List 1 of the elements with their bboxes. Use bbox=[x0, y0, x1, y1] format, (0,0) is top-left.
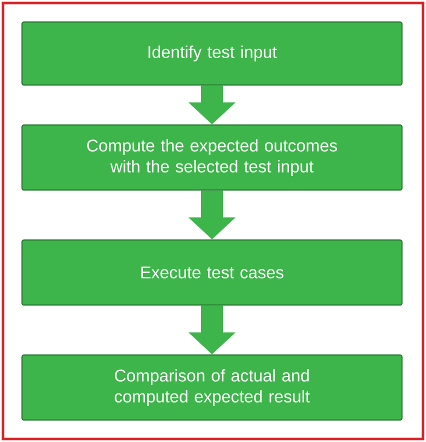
process-box: Identify test input bbox=[21, 21, 403, 86]
